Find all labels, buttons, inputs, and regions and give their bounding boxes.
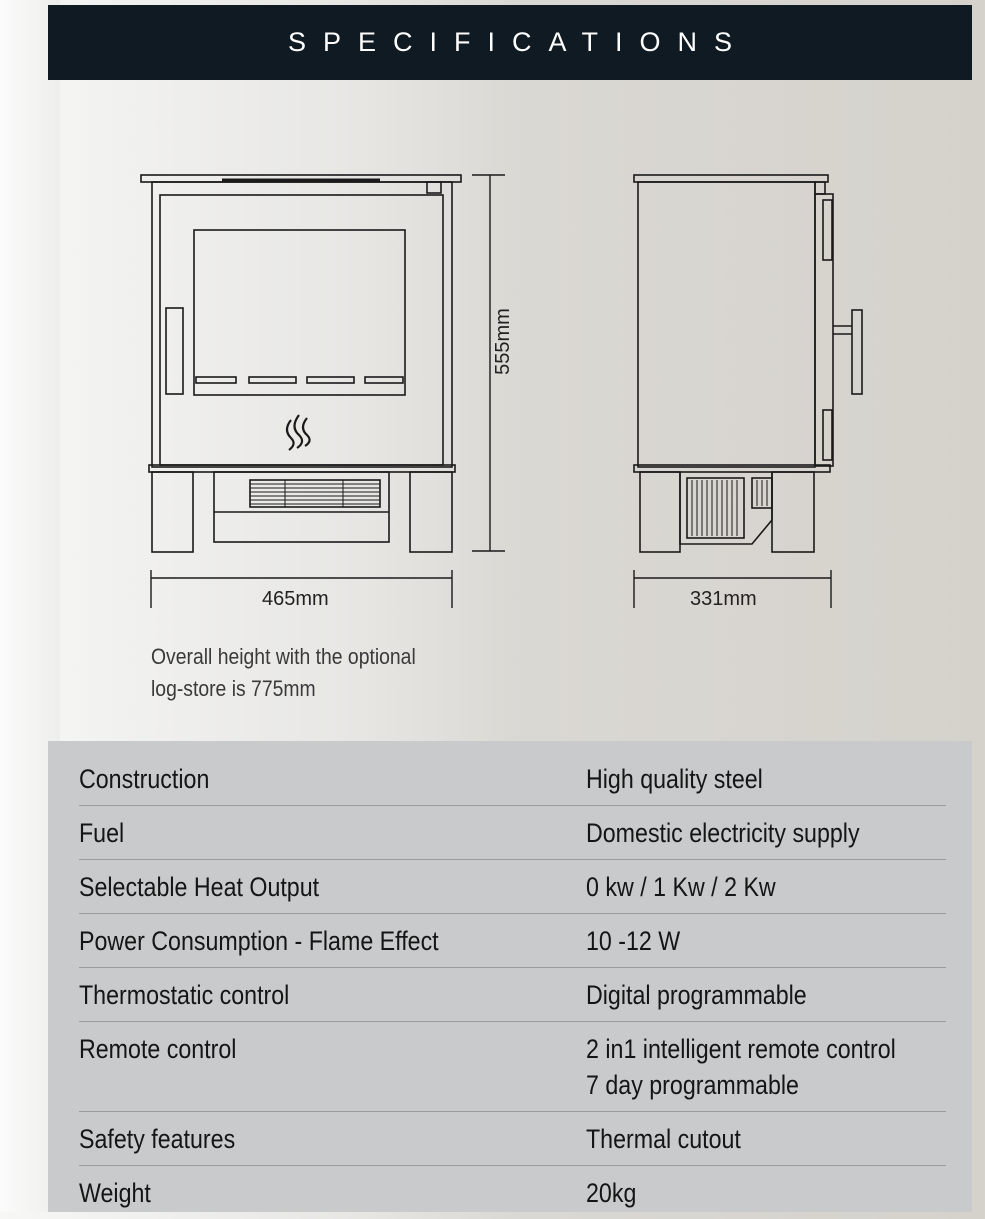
note-line-2: log-store is 775mm <box>151 673 503 705</box>
spec-label: Selectable Heat Output <box>79 869 319 905</box>
table-row: Selectable Heat Output 0 kw / 1 Kw / 2 K… <box>79 860 946 914</box>
logstore-note: Overall height with the optional log-sto… <box>151 641 503 705</box>
height-label: 555mm <box>492 308 515 375</box>
spec-label: Safety features <box>79 1121 235 1157</box>
spec-label: Thermostatic control <box>79 977 289 1013</box>
table-row: Thermostatic control Digital programmabl… <box>79 968 946 1022</box>
spec-label: Weight <box>79 1175 151 1211</box>
table-row: Fuel Domestic electricity supply <box>79 806 946 860</box>
table-row: Weight 20kg <box>79 1166 946 1219</box>
spec-value: Digital programmable <box>586 977 807 1013</box>
spec-value: High quality steel <box>586 761 763 797</box>
table-row: Safety features Thermal cutout <box>79 1112 946 1166</box>
spec-value: Domestic electricity supply <box>586 815 860 851</box>
note-line-1: Overall height with the optional <box>151 641 503 673</box>
spec-value-line-1: 2 in1 intelligent remote control <box>586 1031 896 1067</box>
front-view <box>141 175 461 552</box>
table-row: Construction High quality steel <box>79 752 946 806</box>
spec-value: Thermal cutout <box>586 1121 741 1157</box>
table-row: Remote control 2 in1 intelligent remote … <box>79 1022 946 1112</box>
side-view <box>634 175 862 552</box>
spec-label: Remote control <box>79 1031 236 1067</box>
spec-value: 10 -12 W <box>586 923 680 959</box>
spec-label: Power Consumption - Flame Effect <box>79 923 439 959</box>
specifications-table: Construction High quality steel Fuel Dom… <box>79 752 946 1219</box>
side-depth-label: 331mm <box>690 588 757 611</box>
spec-value-line-2: 7 day programmable <box>586 1067 799 1103</box>
spec-value: 20kg <box>586 1175 636 1211</box>
spec-label: Construction <box>79 761 209 797</box>
spec-value: 0 kw / 1 Kw / 2 Kw <box>586 869 776 905</box>
front-width-label: 465mm <box>262 588 329 611</box>
table-row: Power Consumption - Flame Effect 10 -12 … <box>79 914 946 968</box>
spec-label: Fuel <box>79 815 124 851</box>
